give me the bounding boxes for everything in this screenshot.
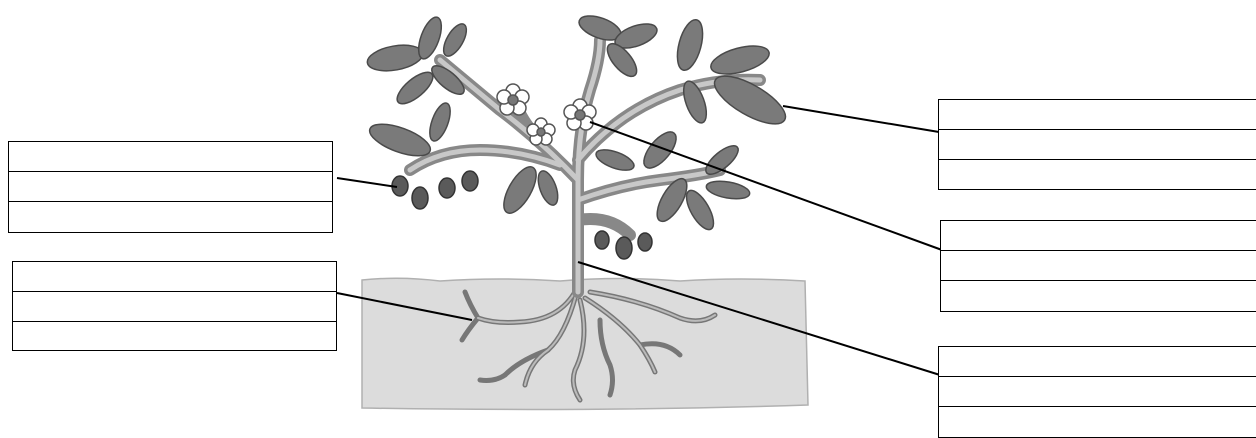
label-box-flower: [940, 220, 1256, 312]
leader-line-fruit: [337, 178, 397, 187]
answer-line[interactable]: [939, 160, 1256, 190]
answer-line[interactable]: [939, 100, 1256, 130]
answer-line[interactable]: [9, 172, 332, 202]
answer-line[interactable]: [13, 262, 336, 292]
answer-line[interactable]: [13, 292, 336, 322]
label-box-fruit: [8, 141, 333, 233]
answer-line[interactable]: [941, 281, 1256, 311]
answer-line[interactable]: [939, 130, 1256, 160]
label-box-stem: [938, 346, 1256, 438]
answer-line[interactable]: [9, 202, 332, 232]
label-box-leaf: [938, 99, 1256, 190]
answer-line[interactable]: [13, 322, 336, 352]
leader-line-leaf: [783, 106, 939, 132]
answer-line[interactable]: [939, 377, 1256, 407]
answer-line[interactable]: [939, 407, 1256, 437]
answer-line[interactable]: [9, 142, 332, 172]
answer-line[interactable]: [941, 251, 1256, 281]
label-box-root: [12, 261, 337, 351]
answer-line[interactable]: [941, 221, 1256, 251]
answer-line[interactable]: [939, 347, 1256, 377]
